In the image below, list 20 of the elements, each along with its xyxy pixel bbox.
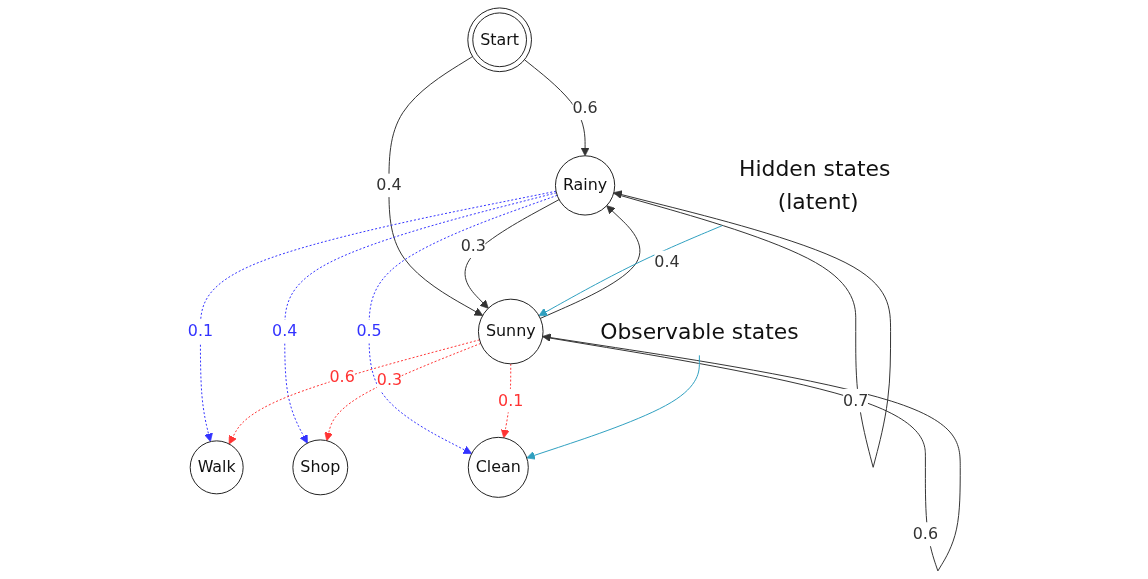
edge-label: 0.4 xyxy=(376,175,402,195)
node-text: Observable states xyxy=(600,319,799,344)
edge-label: 0.4 xyxy=(272,321,298,341)
edge-label: 0.4 xyxy=(654,252,680,272)
node-circle: Clean xyxy=(467,436,529,498)
edge-label: 0.5 xyxy=(356,321,382,341)
edge-label: 0.7 xyxy=(843,390,869,410)
edge-label: 0.3 xyxy=(376,369,403,389)
edge-label: 0.6 xyxy=(912,524,939,544)
edge-label: 0.1 xyxy=(187,321,214,341)
node-circle: Sunny xyxy=(477,298,544,365)
edge-label: 0.6 xyxy=(572,98,598,118)
node-circle: Rainy xyxy=(554,155,616,216)
node-circle: Walk xyxy=(189,440,244,495)
edge-label: 0.1 xyxy=(498,390,524,410)
edge-label: 0.6 xyxy=(329,366,355,386)
node-circle: Shop xyxy=(292,439,349,496)
edge-label: 0.3 xyxy=(460,236,486,256)
node-circle: Start xyxy=(467,7,532,73)
node-text: Hidden states (latent) xyxy=(739,156,891,215)
